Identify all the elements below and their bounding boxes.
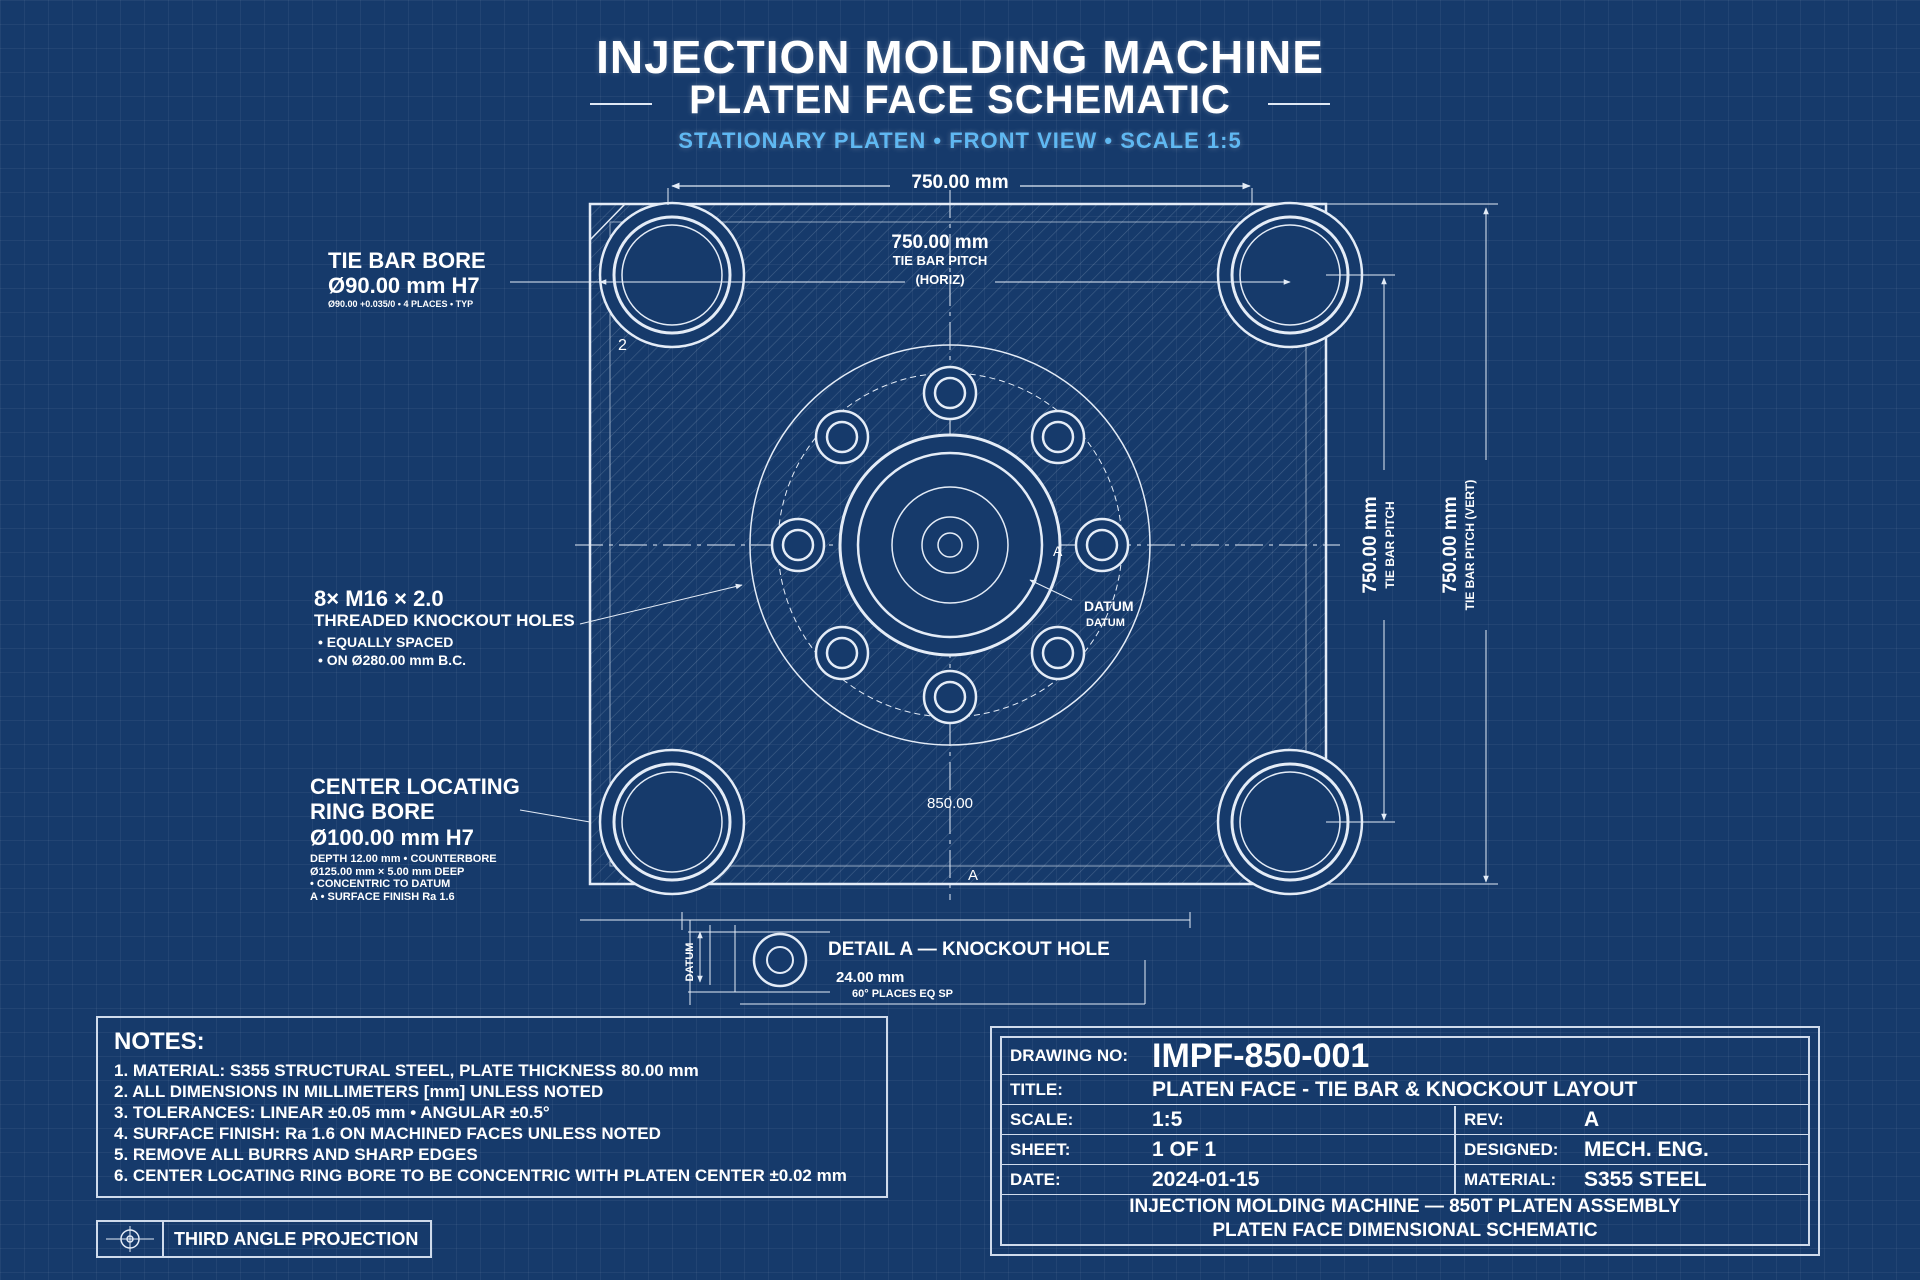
drawing-subtitle: STATIONARY PLATEN • FRONT VIEW • SCALE 1… <box>678 128 1242 153</box>
tb-footer-line-2: PLATEN FACE DIMENSIONAL SCHEMATIC <box>1212 1220 1598 1241</box>
tie-bar-bore-top-left <box>598 201 746 349</box>
tb-footer-line-1: INJECTION MOLDING MACHINE — 850T PLATEN … <box>1129 1196 1681 1217</box>
locating-ring-title-2: RING BORE <box>310 799 435 825</box>
tb-title: PLATEN FACE - TIE BAR & KNOCKOUT LAYOUT <box>1152 1078 1638 1101</box>
note-item: 2. ALL DIMENSIONS IN MILLIMETERS [mm] UN… <box>114 1082 604 1101</box>
tb-row-title: TITLE: PLATEN FACE - TIE BAR & KNOCKOUT … <box>1002 1076 1808 1105</box>
locating-ring-bore <box>856 451 1044 639</box>
locating-ring-inner <box>891 486 1009 604</box>
tb-row-sheet: SHEET: 1 OF 1 DESIGNED: MECH. ENG. <box>1002 1136 1808 1165</box>
tb-sheet-label: SHEET: <box>1010 1140 1071 1159</box>
dim-vert-outer-label: TIE BAR PITCH (VERT) <box>1463 480 1477 611</box>
knockout-hole-3 <box>1074 517 1130 573</box>
drawing-title-line-1: INJECTION MOLDING MACHINE <box>596 31 1324 83</box>
tb-sheet: 1 OF 1 <box>1152 1138 1217 1161</box>
sprue-bore <box>921 516 979 574</box>
title-rule-left <box>590 103 652 105</box>
tb-designed: MECH. ENG. <box>1584 1138 1709 1161</box>
notes-title: NOTES: <box>114 1028 205 1055</box>
tie-bar-bore-bottom-left <box>598 748 746 896</box>
datum-label: DATUM <box>1084 598 1134 614</box>
dim-vert-inner-label: TIE BAR PITCH <box>1383 501 1397 588</box>
tie-bar-callout-title: TIE BAR BORE <box>328 248 486 273</box>
knockout-hole-5 <box>922 669 978 725</box>
tb-row-date: DATE: 2024-01-15 MATERIAL: S355 STEEL <box>1002 1166 1808 1195</box>
projection-box: THIRD ANGLE PROJECTION <box>96 1220 432 1258</box>
locating-ring-note-2: Ø125.00 mm × 5.00 mm DEEP <box>310 865 465 878</box>
tb-footer: INJECTION MOLDING MACHINE — 850T PLATEN … <box>1002 1194 1808 1244</box>
marker-a-bottom: A <box>968 867 978 884</box>
locating-ring-note-4: A • SURFACE FINISH Ra 1.6 <box>310 890 455 903</box>
tb-column-divider <box>1454 1106 1456 1194</box>
tb-drawing-no: IMPF-850-001 <box>1152 1036 1370 1075</box>
knockout-hole-1 <box>922 365 978 421</box>
dim-horiz-pitch: 750.00 mm <box>891 232 988 253</box>
note-item: 5. REMOVE ALL BURRS AND SHARP EDGES <box>114 1145 478 1164</box>
knockout-hole-8 <box>814 409 870 465</box>
knockout-callout-subtitle: THREADED KNOCKOUT HOLES <box>314 611 575 631</box>
tb-title-label: TITLE: <box>1010 1080 1063 1099</box>
tb-scale-label: SCALE: <box>1010 1110 1074 1129</box>
tb-rev-label: REV: <box>1464 1110 1504 1129</box>
third-angle-projection-icon <box>98 1222 164 1256</box>
note-item: 4. SURFACE FINISH: Ra 1.6 ON MACHINED FA… <box>114 1124 661 1143</box>
title-rule-right <box>1268 103 1330 105</box>
dim-850: 850.00 <box>927 795 973 812</box>
dim-top-width: 750.00 mm <box>911 172 1008 193</box>
drawing-title-line-2: PLATEN FACE SCHEMATIC <box>689 78 1231 122</box>
knockout-callout-title: 8× M16 × 2.0 <box>314 586 444 611</box>
knockout-hole-6 <box>814 625 870 681</box>
tb-designed-label: DESIGNED: <box>1464 1140 1559 1159</box>
detail-a-dim: 24.00 mm <box>836 969 904 986</box>
marker-a-center: A <box>1053 543 1063 559</box>
detail-a-title: DETAIL A — KNOCKOUT HOLE <box>828 939 1110 960</box>
knockout-hole-ring <box>770 365 1130 725</box>
knockout-callout-note-1: • EQUALLY SPACED <box>318 633 454 650</box>
detail-side-label: DATUM <box>684 943 696 982</box>
knockout-hole-4 <box>1030 625 1086 681</box>
tb-material: S355 STEEL <box>1584 1168 1707 1191</box>
knockout-hole-2 <box>1030 409 1086 465</box>
tie-bar-callout-size: Ø90.00 mm H7 <box>328 273 480 299</box>
dim-vert-outer: 750.00 mm <box>1440 496 1461 593</box>
marker-2: 2 <box>618 337 627 354</box>
tb-date-label: DATE: <box>1010 1170 1061 1189</box>
detail-a-view <box>688 920 1146 1005</box>
locating-ring-note-1: DEPTH 12.00 mm • COUNTERBORE <box>310 852 497 865</box>
tb-date: 2024-01-15 <box>1152 1168 1260 1191</box>
dim-vert-inner: 750.00 mm <box>1360 496 1381 593</box>
tb-scale: 1:5 <box>1152 1108 1183 1131</box>
detail-a-note: 60° PLACES EQ SP <box>852 988 953 1000</box>
tb-drawing-no-label: DRAWING NO: <box>1010 1046 1129 1065</box>
note-item: 3. TOLERANCES: LINEAR ±0.05 mm • ANGULAR… <box>114 1103 550 1122</box>
tie-bar-callout-note: Ø90.00 +0.035/0 • 4 PLACES • TYP <box>328 298 474 309</box>
tb-rev: A <box>1584 1108 1600 1131</box>
projection-label: THIRD ANGLE PROJECTION <box>174 1228 419 1249</box>
platen-inner-edge <box>609 221 1307 867</box>
tb-material-label: MATERIAL: <box>1464 1170 1557 1189</box>
datum-label-2: DATUM <box>1086 617 1125 629</box>
locating-ring-size: Ø100.00 mm H7 <box>310 824 474 850</box>
locating-ring-title-1: CENTER LOCATING <box>310 774 520 799</box>
locating-ring-note-3: • CONCENTRIC TO DATUM <box>310 878 451 891</box>
tb-row-drawing-no: DRAWING NO: IMPF-850-001 <box>1002 1036 1808 1075</box>
dim-horiz-pitch-label: TIE BAR PITCH <box>893 253 988 268</box>
sprue-center <box>937 532 963 558</box>
notes-box: NOTES: 1. MATERIAL: S355 STRUCTURAL STEE… <box>96 1016 888 1198</box>
note-item: 1. MATERIAL: S355 STRUCTURAL STEEL, PLAT… <box>114 1061 699 1080</box>
counterbore-outline <box>838 433 1062 657</box>
title-block: DRAWING NO: IMPF-850-001 TITLE: PLATEN F… <box>990 1026 1820 1256</box>
bolt-circle-outer <box>749 344 1151 746</box>
knockout-hole-7 <box>770 517 826 573</box>
locating-ring-callout: CENTER LOCATING RING BORE Ø100.00 mm H7 … <box>310 774 520 903</box>
dim-horiz-pitch-label2: (HORIZ) <box>915 272 964 287</box>
knockout-callout-note-2: • ON Ø280.00 mm B.C. <box>318 651 467 668</box>
note-item: 6. CENTER LOCATING RING BORE TO BE CONCE… <box>114 1166 847 1185</box>
tb-row-scale: SCALE: 1:5 REV: A <box>1002 1106 1808 1135</box>
tie-bar-bore-callout: TIE BAR BORE Ø90.00 mm H7 Ø90.00 +0.035/… <box>328 248 486 309</box>
knockout-holes-callout: 8× M16 × 2.0 THREADED KNOCKOUT HOLES • E… <box>314 586 575 668</box>
